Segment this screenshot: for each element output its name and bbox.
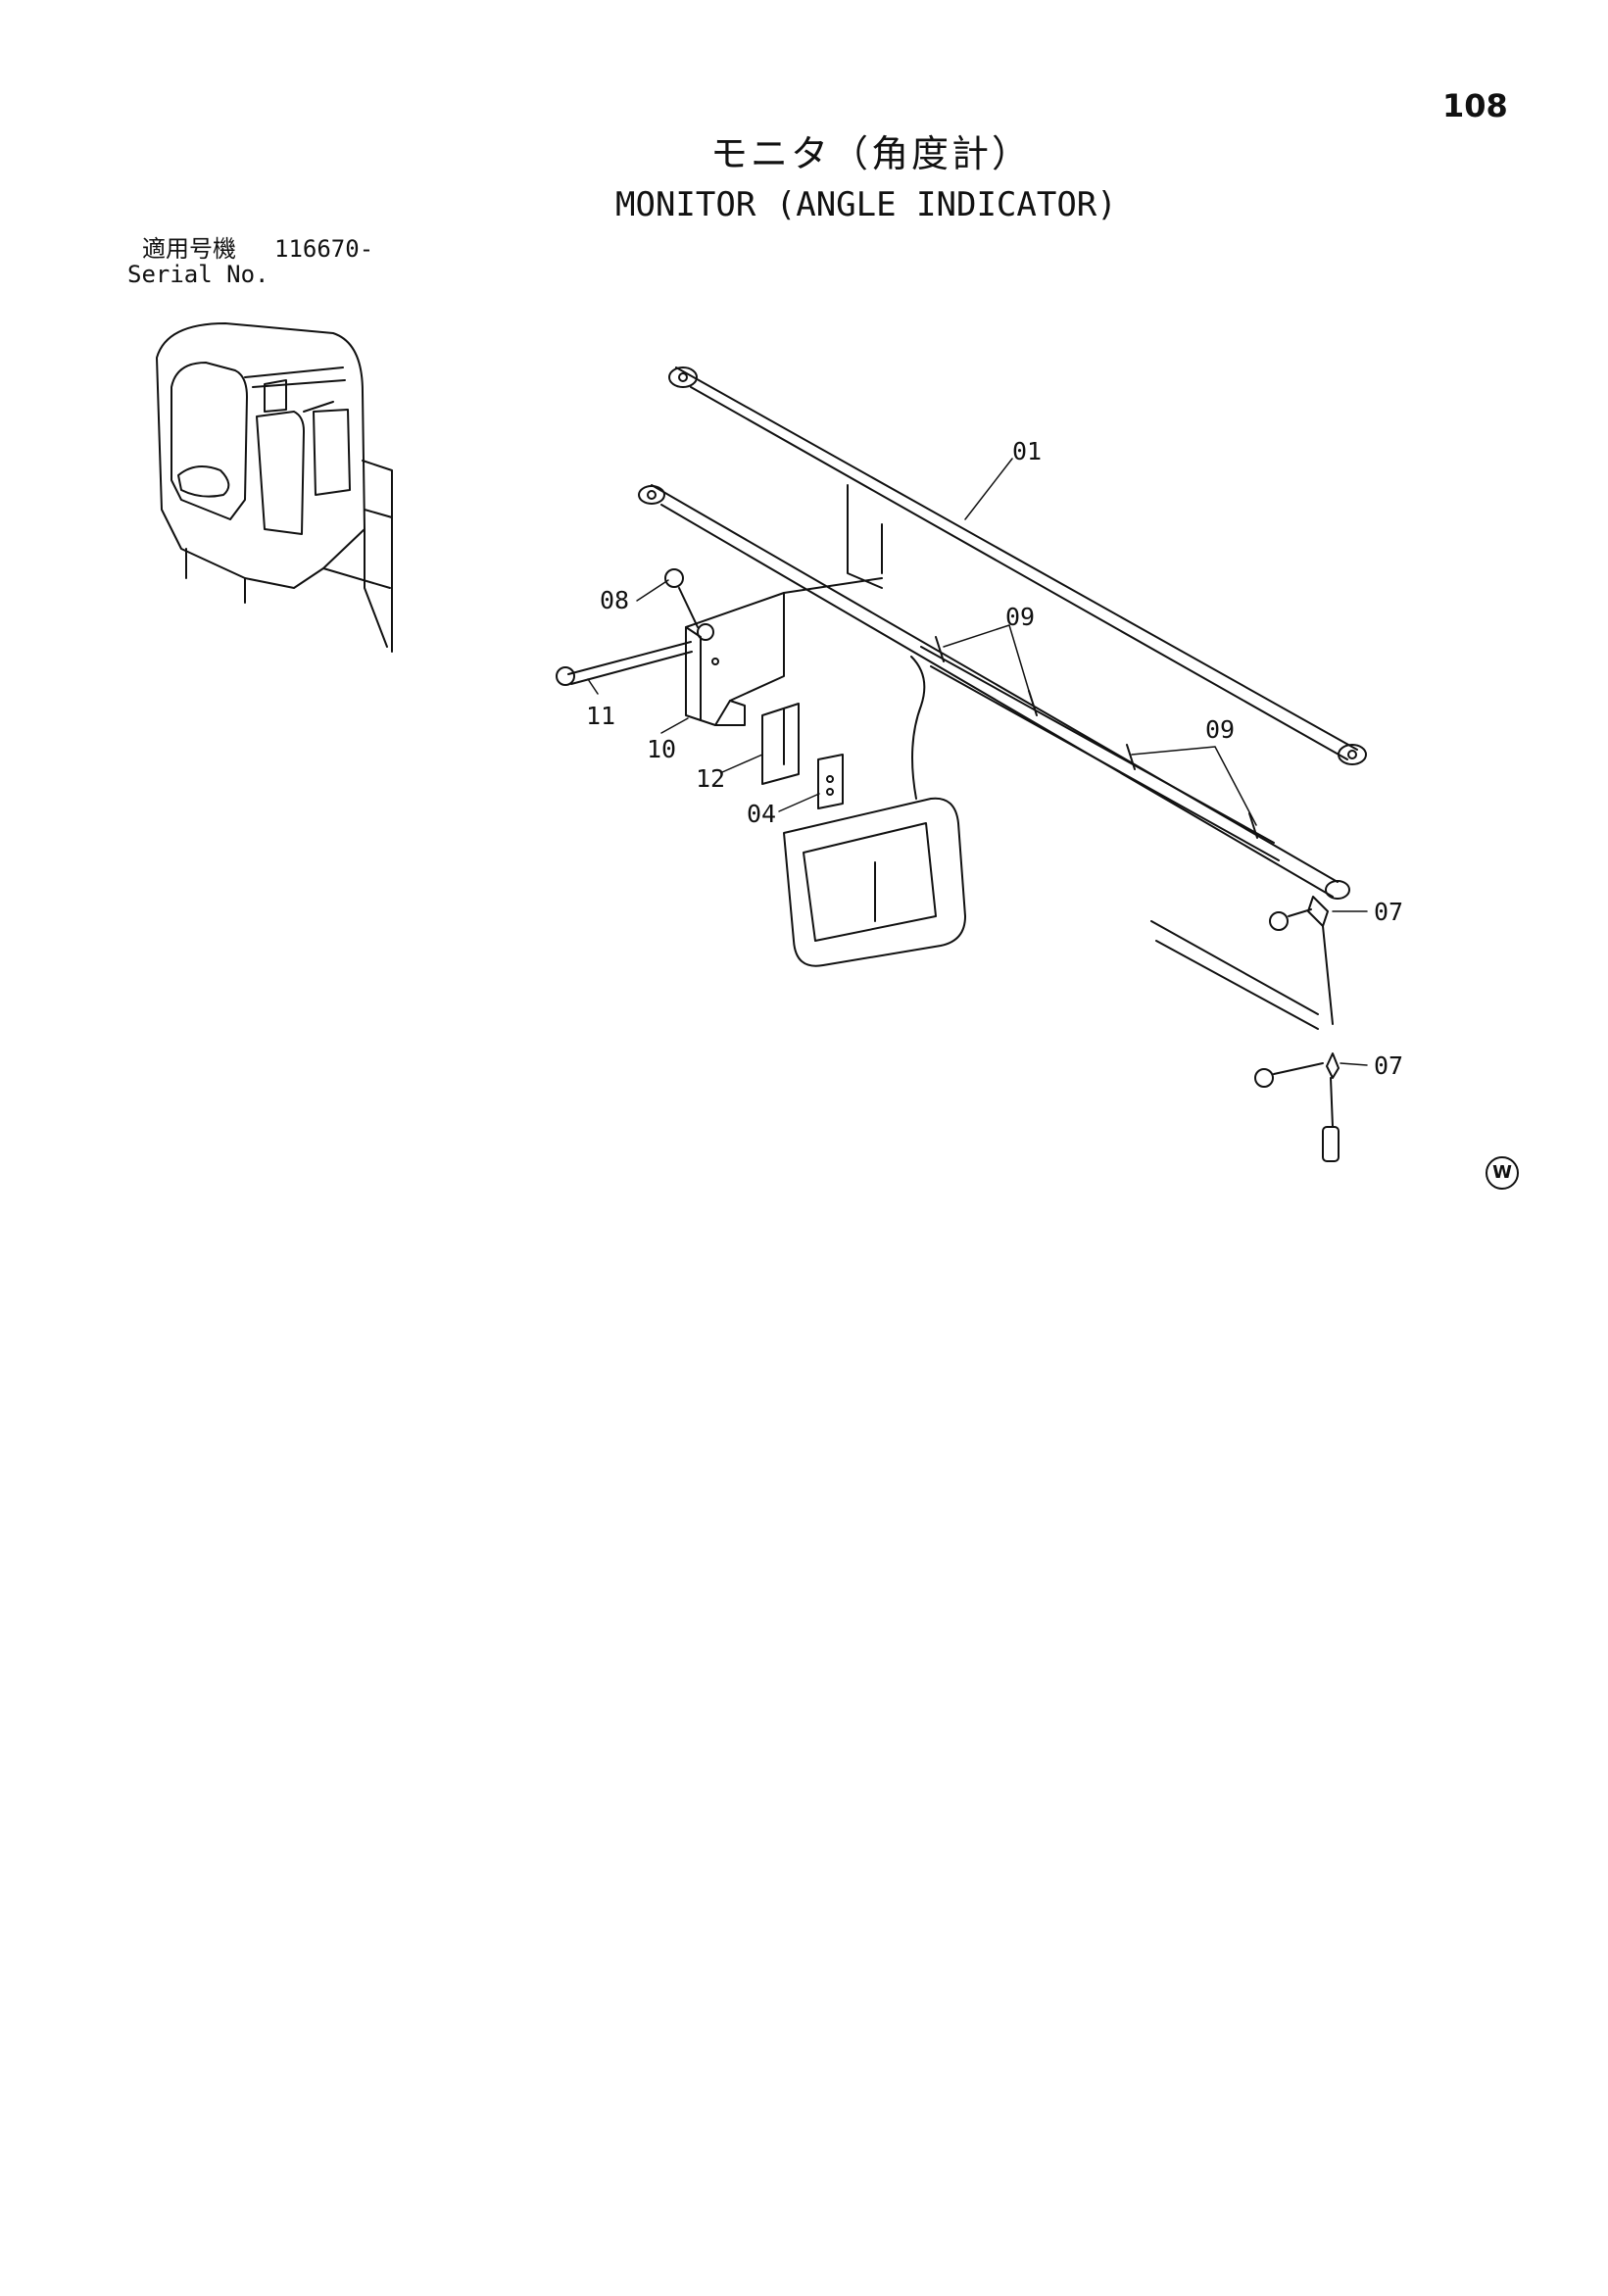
cab-overview-sketch	[156, 322, 393, 653]
bolt	[556, 641, 693, 686]
small-plate	[817, 754, 844, 809]
callout-12: 12	[696, 764, 726, 793]
callout-07-lower: 07	[1374, 1051, 1404, 1080]
serial-label-english: Serial No.	[127, 261, 269, 288]
page-number: 108	[1442, 87, 1508, 124]
callout-08: 08	[600, 586, 630, 614]
callout-leaders	[587, 458, 1368, 1066]
callout-07-upper: 07	[1374, 898, 1404, 926]
boom-rail-upper	[668, 366, 1367, 765]
callout-09-upper: 09	[1005, 603, 1036, 631]
plate	[761, 703, 800, 785]
angle-sensor-upper	[1269, 896, 1329, 931]
page-title-japanese: モニタ（角度計）	[710, 132, 1033, 175]
serial-number: 116670-	[274, 235, 374, 263]
callout-01: 01	[1012, 437, 1043, 465]
page-title-english: MONITOR (ANGLE INDICATOR)	[615, 185, 1117, 224]
monitor-display	[783, 656, 966, 967]
mounting-bracket	[685, 577, 883, 726]
callout-10: 10	[647, 735, 677, 763]
angle-sensor-lower	[1150, 920, 1340, 1162]
callout-11: 11	[586, 702, 616, 730]
boom-rail-lower	[638, 484, 1350, 900]
callout-09-lower: 09	[1205, 715, 1236, 744]
serial-label-japanese: 適用号機	[142, 235, 236, 263]
w-mark-icon: W	[1486, 1156, 1519, 1190]
screw	[664, 568, 699, 628]
callout-04: 04	[747, 800, 777, 828]
cable-clamps	[935, 636, 1258, 839]
